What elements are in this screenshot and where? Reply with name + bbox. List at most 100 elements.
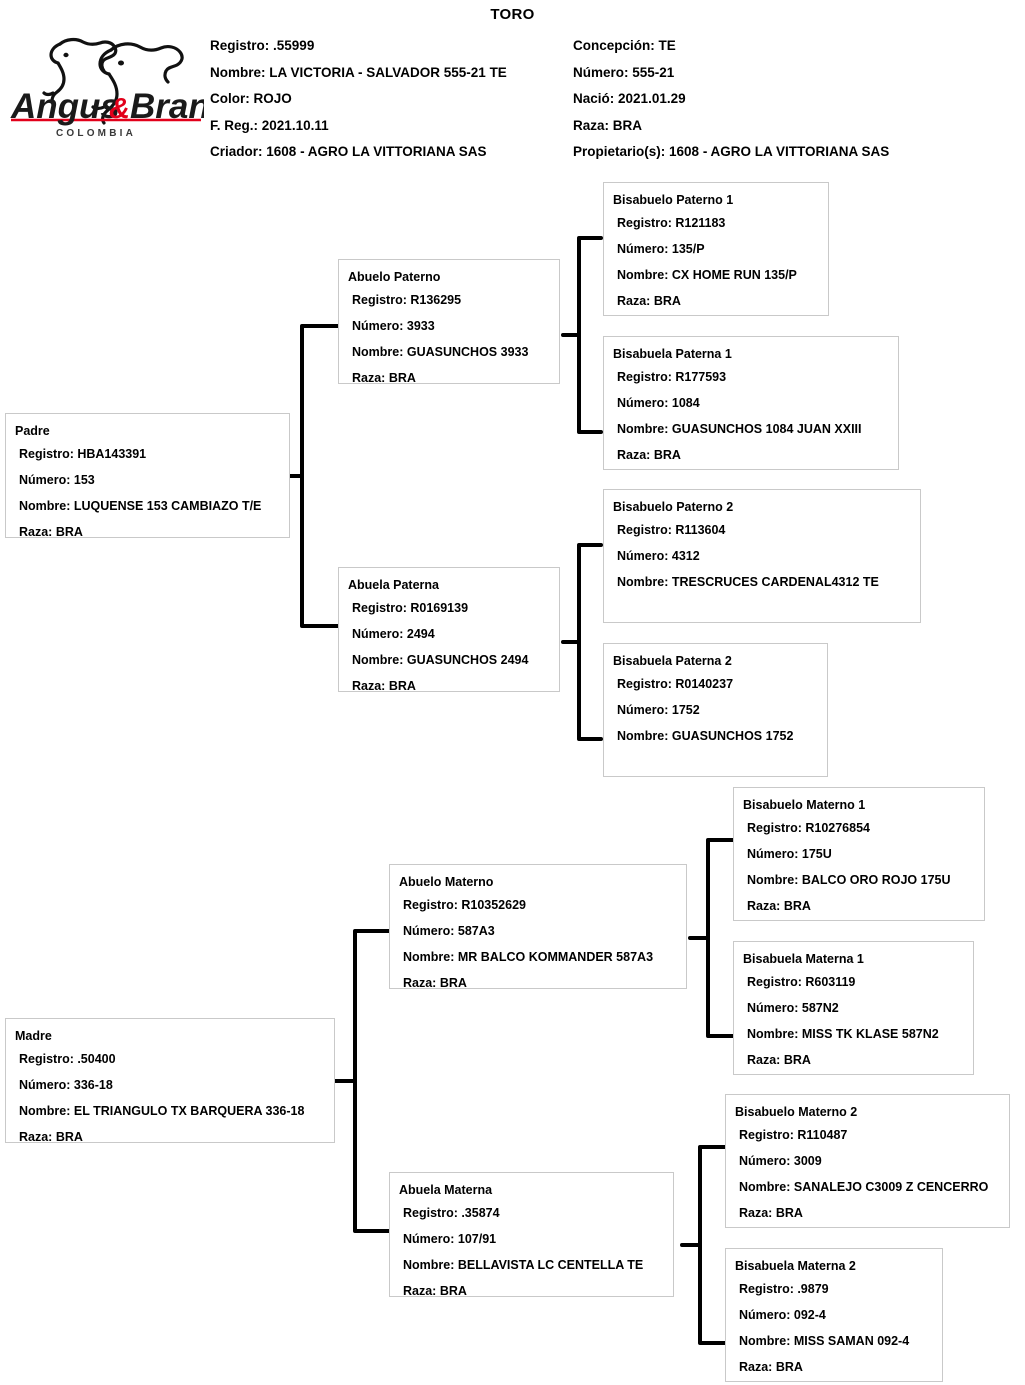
connector-line — [561, 236, 603, 434]
logo-word-brangus: Brangus — [130, 87, 204, 126]
node-bisabuela-materna-2-nombre: Nombre: MISS SAMAN 092-4 — [739, 1334, 910, 1348]
node-bisabuela-materna-2[interactable]: Bisabuela Materna 2 Registro: .9879 Núme… — [725, 1248, 943, 1382]
node-bisabuela-materna-2-raza: Raza: BRA — [739, 1360, 803, 1374]
node-abuelo-paterno-nombre: Nombre: GUASUNCHOS 3933 — [352, 345, 529, 359]
node-bisabuela-paterna-2-numero: Número: 1752 — [617, 703, 700, 717]
node-bisabuelo-paterno-2-numero: Número: 4312 — [617, 549, 700, 563]
node-bisabuelo-paterno-1-numero: Número: 135/P — [617, 242, 705, 256]
header-field-freg: F. Reg.: 2021.10.11 — [210, 113, 507, 140]
node-madre-raza: Raza: BRA — [19, 1130, 83, 1144]
node-bisabuelo-materno-2-numero: Número: 3009 — [739, 1154, 822, 1168]
node-abuelo-paterno-raza: Raza: BRA — [352, 371, 416, 385]
node-abuela-paterna-title: Abuela Paterna — [348, 578, 440, 592]
header-field-nacio-label: Nació: — [573, 91, 615, 106]
header-field-registro-value: .55999 — [273, 38, 315, 53]
node-abuela-paterna[interactable]: Abuela Paterna Registro: R0169139 Número… — [338, 567, 560, 693]
header-field-numero-value: 555-21 — [632, 64, 675, 80]
node-abuela-materna-title: Abuela Materna — [399, 1183, 493, 1197]
connector-abuela-paterna-to-bisabuelos-2 — [561, 537, 603, 747]
header-field-concepcion-value: TE — [658, 38, 676, 53]
node-bisabuelo-paterno-1[interactable]: Bisabuelo Paterno 1 Registro: R121183 Nú… — [603, 182, 829, 316]
page-title: TORO — [490, 6, 535, 23]
node-padre-nombre: Nombre: LUQUENSE 153 CAMBIAZO T/E — [19, 499, 262, 513]
node-bisabuela-paterna-2[interactable]: Bisabuela Paterna 2 Registro: R0140237 N… — [603, 643, 828, 777]
header-field-color-label: Color: — [210, 91, 250, 106]
connector-line — [278, 324, 340, 628]
node-abuela-materna-registro: Registro: .35874 — [403, 1206, 500, 1220]
header-field-registro: Registro: .55999 — [210, 33, 507, 60]
header-field-nombre-label: Nombre: — [210, 64, 266, 80]
node-bisabuelo-materno-1-title: Bisabuelo Materno 1 — [743, 798, 866, 812]
header-field-nombre: Nombre: LA VICTORIA - SALVADOR 555-21 TE — [210, 60, 507, 87]
header-field-raza-value: BRA — [612, 117, 643, 133]
node-abuelo-paterno[interactable]: Abuelo Paterno Registro: R136295 Número:… — [338, 259, 560, 385]
node-bisabuelo-paterno-2-title: Bisabuelo Paterno 2 — [613, 500, 734, 514]
node-bisabuelo-materno-1[interactable]: Bisabuelo Materno 1 Registro: R10276854 … — [733, 787, 985, 921]
node-abuelo-materno-registro: Registro: R10352629 — [403, 898, 526, 912]
header-right-column: Concepción: TE Número: 555-21 Nació: 202… — [573, 33, 889, 166]
node-bisabuelo-paterno-2[interactable]: Bisabuelo Paterno 2 Registro: R113604 Nú… — [603, 489, 921, 623]
logo-word-angus: Angus — [10, 87, 120, 126]
node-bisabuela-paterna-2-registro: Registro: R0140237 — [617, 677, 734, 691]
node-bisabuelo-materno-2-raza: Raza: BRA — [739, 1206, 803, 1220]
node-bisabuelo-materno-2-title: Bisabuelo Materno 2 — [735, 1105, 858, 1119]
two-cow-heads-icon — [42, 37, 184, 125]
connector-padre-to-paternal-grandparents — [278, 300, 340, 650]
node-abuela-materna-raza: Raza: BRA — [403, 1284, 467, 1298]
node-bisabuela-paterna-1-raza: Raza: BRA — [617, 448, 681, 462]
header-field-nacio-value: 2021.01.29 — [618, 91, 686, 106]
connector-line — [680, 1145, 728, 1345]
node-madre-numero: Número: 336-18 — [19, 1078, 113, 1092]
node-bisabuelo-materno-2-registro: Registro: R110487 — [739, 1128, 848, 1142]
node-bisabuela-paterna-1[interactable]: Bisabuela Paterna 1 Registro: R177593 Nú… — [603, 336, 899, 470]
node-abuela-paterna-nombre: Nombre: GUASUNCHOS 2494 — [352, 653, 529, 667]
node-bisabuela-materna-2-title: Bisabuela Materna 2 — [735, 1259, 856, 1273]
node-bisabuela-paterna-1-title: Bisabuela Paterna 1 — [613, 347, 732, 361]
node-bisabuela-materna-1-numero: Número: 587N2 — [747, 1001, 839, 1015]
header-field-propietario-label: Propietario(s): — [573, 144, 666, 159]
node-abuelo-paterno-numero: Número: 3933 — [352, 319, 435, 333]
connector-abuelo-materno-to-bisabuelos-1 — [688, 830, 736, 1045]
node-bisabuela-materna-1[interactable]: Bisabuela Materna 1 Registro: R603119 Nú… — [733, 941, 974, 1075]
connector-abuela-materna-to-bisabuelos-2 — [680, 1137, 728, 1352]
header-field-criador: Criador: 1608 - AGRO LA VITTORIANA SAS — [210, 139, 507, 166]
node-bisabuela-paterna-1-nombre: Nombre: GUASUNCHOS 1084 JUAN XXIII — [617, 422, 862, 436]
node-abuela-materna-numero: Número: 107/91 — [403, 1232, 497, 1246]
node-bisabuela-paterna-1-numero: Número: 1084 — [617, 396, 700, 410]
node-madre-registro: Registro: .50400 — [19, 1052, 116, 1066]
header-field-registro-label: Registro: — [210, 38, 270, 53]
header-field-concepcion: Concepción: TE — [573, 33, 889, 60]
logo-artwork: Angus & Brangus COLOMBIA — [10, 37, 204, 139]
node-bisabuelo-paterno-2-nombre: Nombre: TRESCRUCES CARDENAL4312 TE — [617, 575, 879, 589]
node-padre[interactable]: Padre Registro: HBA143391 Número: 153 No… — [5, 413, 290, 539]
node-bisabuela-materna-2-numero: Número: 092-4 — [739, 1308, 826, 1322]
node-madre-title: Madre — [15, 1029, 52, 1043]
node-abuelo-materno-raza: Raza: BRA — [403, 976, 467, 990]
header-field-concepcion-label: Concepción: — [573, 38, 655, 53]
node-bisabuela-materna-1-raza: Raza: BRA — [747, 1053, 811, 1067]
node-bisabuelo-paterno-1-nombre: Nombre: CX HOME RUN 135/P — [617, 268, 797, 282]
node-bisabuelo-paterno-1-registro: Registro: R121183 — [617, 216, 726, 230]
header-field-propietario: Propietario(s): 1608 - AGRO LA VITTORIAN… — [573, 139, 889, 166]
connector-line — [688, 838, 736, 1038]
node-bisabuela-materna-1-title: Bisabuela Materna 1 — [743, 952, 864, 966]
header-field-color-value: ROJO — [253, 91, 292, 106]
header-field-numero-label: Número: — [573, 64, 629, 80]
node-madre[interactable]: Madre Registro: .50400 Número: 336-18 No… — [5, 1018, 335, 1144]
header-field-raza: Raza: BRA — [573, 113, 889, 140]
node-abuelo-materno-numero: Número: 587A3 — [403, 924, 495, 938]
node-abuelo-materno-nombre: Nombre: MR BALCO KOMMANDER 587A3 — [403, 950, 654, 964]
node-abuela-materna-nombre: Nombre: BELLAVISTA LC CENTELLA TE — [403, 1258, 644, 1272]
node-abuelo-materno[interactable]: Abuelo Materno Registro: R10352629 Númer… — [389, 864, 687, 990]
node-abuela-materna[interactable]: Abuela Materna Registro: .35874 Número: … — [389, 1172, 674, 1298]
header-field-criador-label: Criador: — [210, 144, 263, 159]
node-bisabuelo-materno-2[interactable]: Bisabuelo Materno 2 Registro: R110487 Nú… — [725, 1094, 1010, 1228]
header-field-nombre-value: LA VICTORIA - SALVADOR 555-21 TE — [269, 64, 507, 80]
logo-subtitle: COLOMBIA — [56, 128, 136, 139]
node-bisabuela-materna-2-registro: Registro: .9879 — [739, 1282, 829, 1296]
header-left-column: Registro: .55999 Nombre: LA VICTORIA - S… — [210, 33, 507, 166]
node-bisabuela-paterna-2-nombre: Nombre: GUASUNCHOS 1752 — [617, 729, 794, 743]
node-bisabuelo-paterno-2-registro: Registro: R113604 — [617, 523, 726, 537]
header-field-nacio: Nació: 2021.01.29 — [573, 86, 889, 113]
